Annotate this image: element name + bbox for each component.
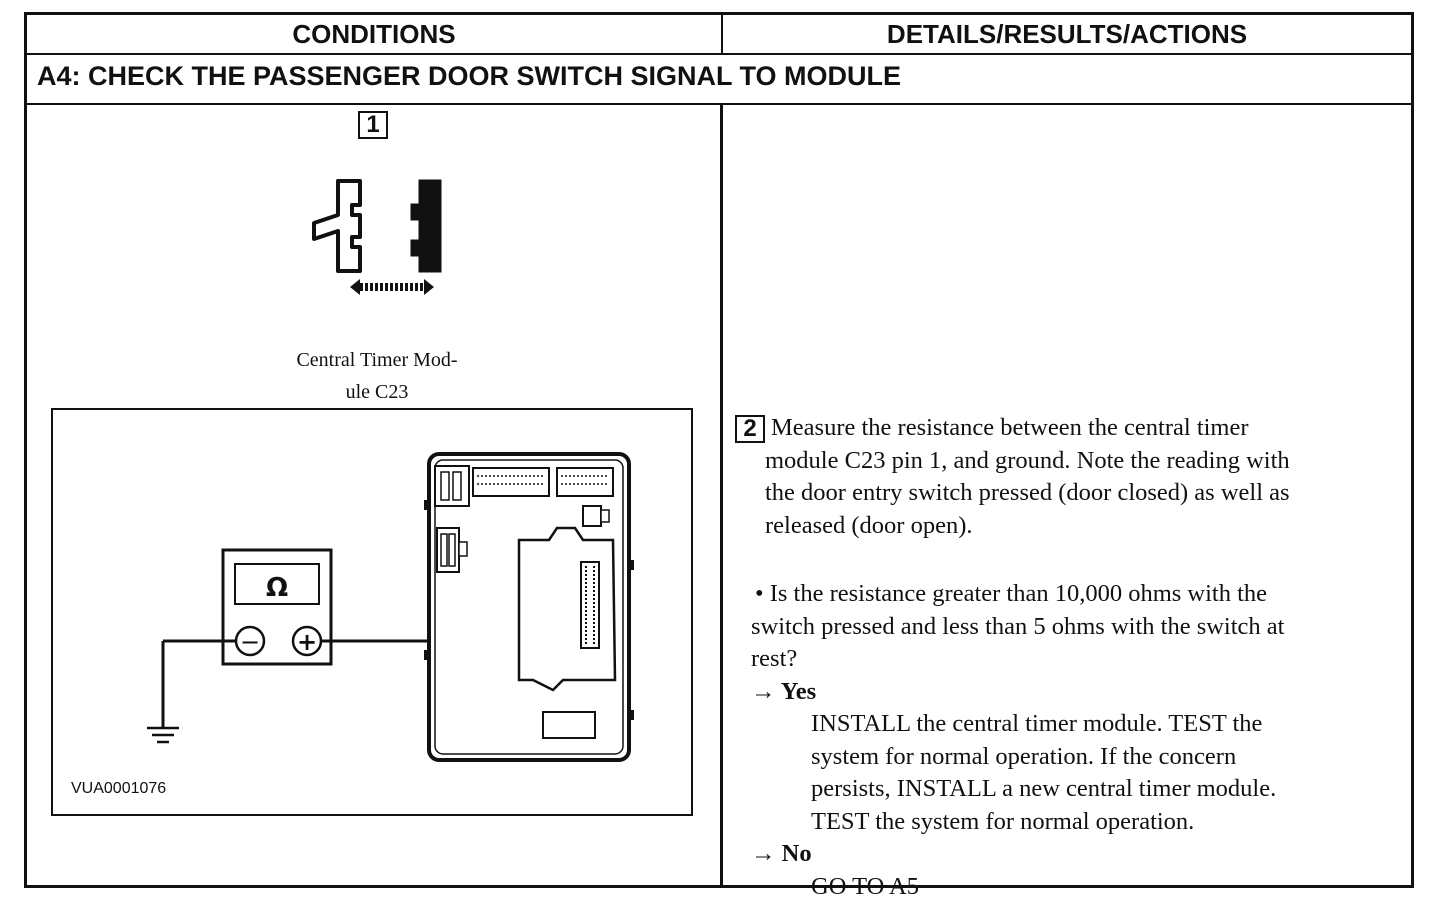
step-2-line-2: module C23 pin 1, and ground. Note the r… [765,446,1290,474]
step-1-badge: 1 [358,111,388,139]
ohmmeter-connection-drawing: Ω − + [147,452,634,762]
test-step-title: A4: CHECK THE PASSENGER DOOR SWITCH SIGN… [37,61,902,91]
column-divider [720,105,723,888]
yes-line-3: persists, INSTALL a new central timer mo… [811,775,1277,802]
step-2-line-3: the door entry switch pressed (door clos… [765,479,1290,506]
test-step-title-row: A4: CHECK THE PASSENGER DOOR SWITCH SIGN… [27,55,1411,105]
figure-id: VUA0001076 [71,780,167,797]
yes-label: → Yes [751,677,817,705]
no-action: GO TO A5 [811,872,920,900]
yes-line-4: TEST the system for normal operation. [811,807,1195,835]
plus-symbol: + [297,628,317,656]
minus-symbol: − [240,628,260,656]
conditions-header: CONDITIONS [27,15,723,53]
question-line-1: • Is the resistance greater than 10,000 … [755,580,1268,607]
ohm-symbol: Ω [266,573,288,603]
no-label: → No [751,840,812,867]
connector-disconnect-icon [312,179,442,295]
yes-line-2: system for normal operation. If the conc… [811,742,1237,770]
step-2-line-1: Measure the resistance between the centr… [771,414,1249,441]
question-line-3: rest? [751,645,798,672]
diagnostic-table: CONDITIONS DETAILS/RESULTS/ACTIONS A4: C… [24,12,1414,900]
ohmmeter-display [234,563,320,605]
yes-line-1: INSTALL the central timer module. TEST t… [811,710,1263,737]
connector-caption-line2: ule C23 [345,381,409,403]
measurement-diagram: Ω − + [51,408,693,816]
step-2-instruction: Measure the resistance between the centr… [765,412,1411,542]
step-2-badge: 2 [735,415,765,443]
question-line-2: switch pressed and less than 5 ohms with… [751,612,1285,640]
details-header: DETAILS/RESULTS/ACTIONS [886,19,1248,49]
step-2-line-4: released (door open). [765,511,973,539]
question-block: • Is the resistance greater than 10,000 … [751,578,1405,903]
connector-caption-line1: Central Timer Mod- [296,349,458,371]
table-header-row: CONDITIONS DETAILS/RESULTS/ACTIONS [27,15,1411,55]
